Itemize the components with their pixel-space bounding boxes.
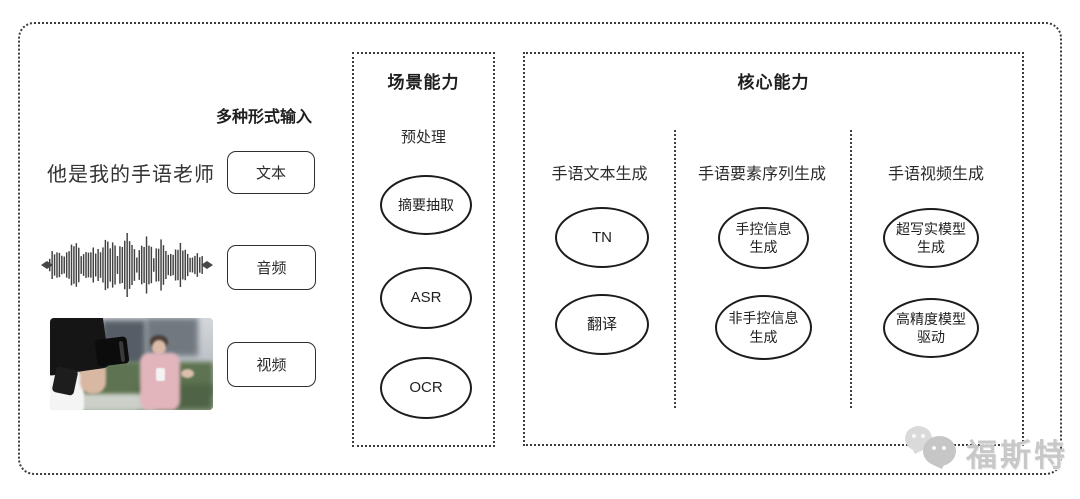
column-header-element-sequence: 手语要素序列生成 (697, 166, 826, 183)
thumb-person-face (152, 340, 166, 355)
core-box-title: 核心能力 (737, 73, 810, 92)
thumb-person-jacket (140, 353, 180, 410)
thumb-camera-lens (94, 336, 130, 367)
thumb-person-hand (181, 369, 194, 378)
thumb-microphone (156, 368, 165, 381)
node-translation: 翻译 (555, 294, 649, 355)
node-tn: TN (555, 207, 649, 268)
column-header-video-generation: 手语视频生成 (887, 166, 984, 183)
input-chip-audio: 音频 (227, 245, 316, 290)
node-hyperreal-model-generation: 超写实模型 生成 (883, 208, 979, 268)
node-manual-info-generation: 手控信息 生成 (718, 207, 809, 269)
input-chip-video: 视频 (227, 342, 316, 387)
watermark-logo-icon (905, 424, 963, 478)
column-header-text-generation: 手语文本生成 (551, 166, 648, 183)
watermark-text: 福斯特 (966, 438, 1068, 473)
audio-waveform-icon (41, 233, 213, 297)
input-chip-audio-label: 音频 (256, 260, 287, 277)
scene-box-title: 场景能力 (387, 73, 460, 92)
watermark-bubble (923, 436, 956, 466)
input-chip-text-label: 文本 (255, 165, 286, 182)
preprocess-label: 预处理 (400, 129, 446, 146)
node-summary-extraction: 摘要抽取 (380, 175, 472, 235)
core-capability-box: 核心能力 手语文本生成 TN 翻译 手语要素序列生成 手控信息 生成 非手控信息… (523, 52, 1024, 446)
sample-sentence-text: 他是我的手语老师 (47, 164, 215, 186)
column-divider (674, 130, 676, 408)
input-chip-text: 文本 (227, 151, 315, 194)
node-ocr: OCR (380, 357, 472, 419)
outer-dotted-frame (18, 22, 1062, 475)
column-divider (850, 130, 852, 408)
video-thumbnail-image (50, 318, 213, 410)
node-asr: ASR (380, 267, 472, 329)
input-chip-video-label: 视频 (256, 357, 287, 374)
scene-capability-box: 场景能力 预处理 摘要抽取 ASR OCR (352, 52, 495, 447)
node-high-precision-model-driving: 高精度模型 驱动 (883, 298, 979, 358)
input-section-header: 多种形式输入 (216, 109, 313, 126)
node-non-manual-info-generation: 非手控信息 生成 (715, 295, 812, 360)
